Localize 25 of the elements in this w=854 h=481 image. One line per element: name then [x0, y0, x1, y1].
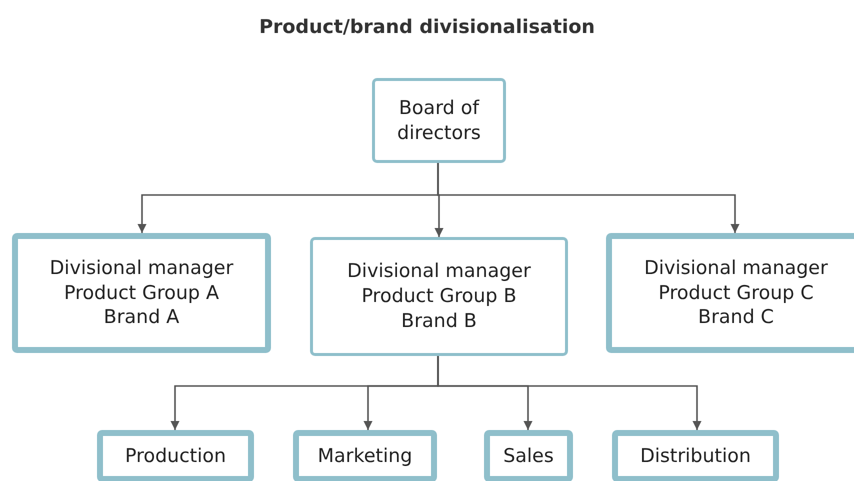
box-text: Marketing	[318, 444, 412, 468]
box-text: Brand B	[401, 308, 477, 334]
box-text: Product Group B	[361, 284, 517, 309]
box-text: Divisional manager	[644, 256, 828, 281]
box-text: Product Group A	[64, 280, 220, 306]
box-text: Product Group C	[658, 280, 814, 306]
arrow	[437, 163, 740, 233]
box-text: Divisional manager	[50, 256, 234, 281]
org-box	[293, 430, 437, 481]
org-box	[484, 430, 573, 481]
org-box	[97, 430, 254, 481]
org-box	[310, 237, 568, 356]
org-box	[372, 78, 506, 163]
box-text: Brand A	[104, 305, 180, 330]
org-box	[612, 430, 779, 481]
box-text: Board of directors	[396, 96, 482, 146]
box-text: Sales	[503, 444, 554, 468]
box-text: Production	[124, 444, 226, 468]
title: Product/brand divisionalisation	[258, 16, 596, 38]
box-text: Distribution	[640, 444, 751, 468]
org-box	[12, 233, 271, 353]
box-text: Brand C	[698, 305, 774, 330]
org-box	[606, 233, 854, 353]
box-text: Divisional manager	[347, 259, 531, 284]
arrow	[437, 356, 702, 430]
